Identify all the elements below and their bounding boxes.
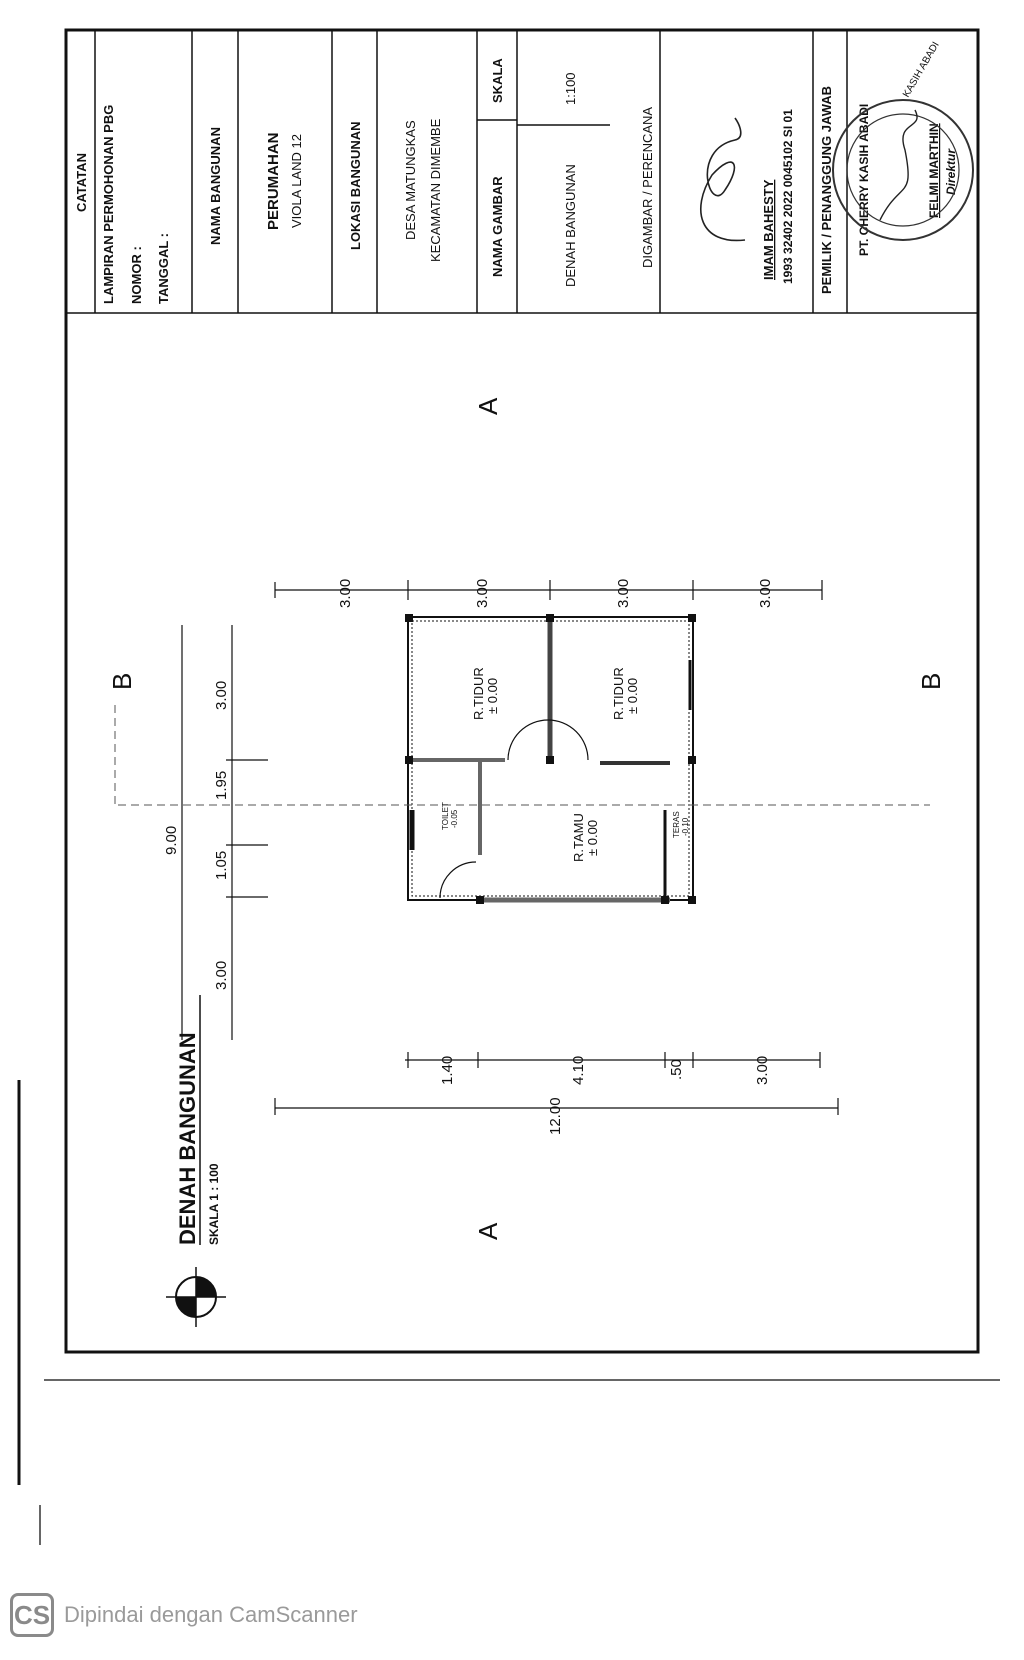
nama-bangunan-value: PERUMAHAN — [265, 133, 282, 231]
tanggal-label: TANGGAL : — [156, 233, 171, 304]
lokasi-label: LOKASI BANGUNAN — [348, 121, 363, 250]
dimension-lines — [181, 580, 839, 1115]
floor-plan — [405, 614, 696, 904]
room-teras: TERAS — [672, 811, 681, 838]
room-teras-level: -0.10 — [681, 817, 690, 836]
north-arrow-icon — [166, 1267, 226, 1327]
nama-bangunan-label: NAMA BANGUNAN — [208, 127, 223, 245]
drawing-title-block: DENAH BANGUNAN SKALA 1 : 100 — [166, 995, 226, 1327]
skala-value: 1:100 — [563, 72, 578, 105]
lampiran-text: LAMPIRAN PERMOHONAN PBG — [101, 105, 116, 304]
room-tidur-1: R.TIDUR — [471, 667, 486, 720]
stamp-text: KASIH ABADI — [901, 40, 942, 99]
pemilik-company: PT. CHERRY KASIH ABADI — [857, 104, 871, 256]
camscanner-footer: CS Dipindai dengan CamScanner — [10, 1590, 358, 1640]
dim-left-3: 1.05 — [213, 851, 230, 880]
nama-bangunan-value-2: VIOLA LAND 12 — [289, 134, 304, 228]
perencana-id: 1993 32402 2022 0045102 SI 01 — [781, 109, 795, 284]
section-b-top: B — [107, 673, 137, 690]
nama-gambar-value: DENAH BANGUNAN — [563, 164, 578, 287]
dim-top-2: 3.00 — [474, 579, 491, 608]
section-b-bottom: B — [916, 673, 946, 690]
dim-left-2: 1.95 — [213, 771, 230, 800]
section-a-right: A — [473, 397, 503, 415]
dim-left-total: 9.00 — [163, 826, 180, 855]
section-lines — [114, 705, 930, 806]
direktur-title: Direktur — [944, 148, 958, 195]
room-tidur-1-level: ± 0.00 — [485, 678, 500, 714]
dim-top-1: 3.00 — [337, 579, 354, 608]
direktur-name: FELMI MARTHIN — [927, 123, 941, 218]
room-tamu: R.TAMU — [571, 813, 586, 862]
dim-top-3: 3.00 — [615, 579, 632, 608]
nomor-label: NOMOR : — [129, 246, 144, 304]
perencana-signature — [699, 117, 746, 242]
section-a-left: A — [473, 1222, 503, 1240]
dim-left-4: 3.00 — [213, 961, 230, 990]
perencana-name: IMAM BAHESTY — [761, 179, 776, 280]
dim-bottom-1: 1.40 — [439, 1056, 456, 1085]
dim-bottom-3: .50 — [668, 1059, 685, 1080]
room-tidur-2: R.TIDUR — [611, 667, 626, 720]
lokasi-value-2: KECAMATAN DIMEMBE — [428, 118, 443, 262]
skala-label: SKALA — [490, 58, 505, 103]
camscanner-logo-icon: CS — [10, 1593, 54, 1637]
camscanner-text: Dipindai dengan CamScanner — [64, 1602, 358, 1627]
room-tamu-level: ± 0.00 — [585, 820, 600, 856]
dim-bottom-2: 4.10 — [570, 1056, 587, 1085]
dim-left-1: 3.00 — [213, 681, 230, 710]
drawing-title: DENAH BANGUNAN — [175, 1032, 200, 1245]
pemilik-label: PEMILIK / PENANGGUNG JAWAB — [819, 86, 834, 294]
dim-top-4: 3.00 — [757, 579, 774, 608]
drawing-scale: SKALA 1 : 100 — [207, 1163, 221, 1245]
dim-bottom-4: 3.00 — [754, 1056, 771, 1085]
nama-gambar-label: NAMA GAMBAR — [490, 176, 505, 277]
sheet-border — [64, 28, 980, 1354]
title-block — [66, 30, 978, 314]
room-tidur-2-level: ± 0.00 — [625, 678, 640, 714]
catatan-label: CATATAN — [74, 153, 89, 212]
room-toilet: TOILET — [441, 802, 450, 830]
lokasi-value-1: DESA MATUNGKAS — [403, 120, 418, 240]
company-stamp: KASIH ABADI — [832, 40, 974, 241]
dim-bottom-total: 12.00 — [547, 1097, 564, 1135]
room-toilet-level: -0.05 — [450, 809, 459, 828]
digambar-label: DIGAMBAR / PERENCANA — [640, 107, 655, 268]
